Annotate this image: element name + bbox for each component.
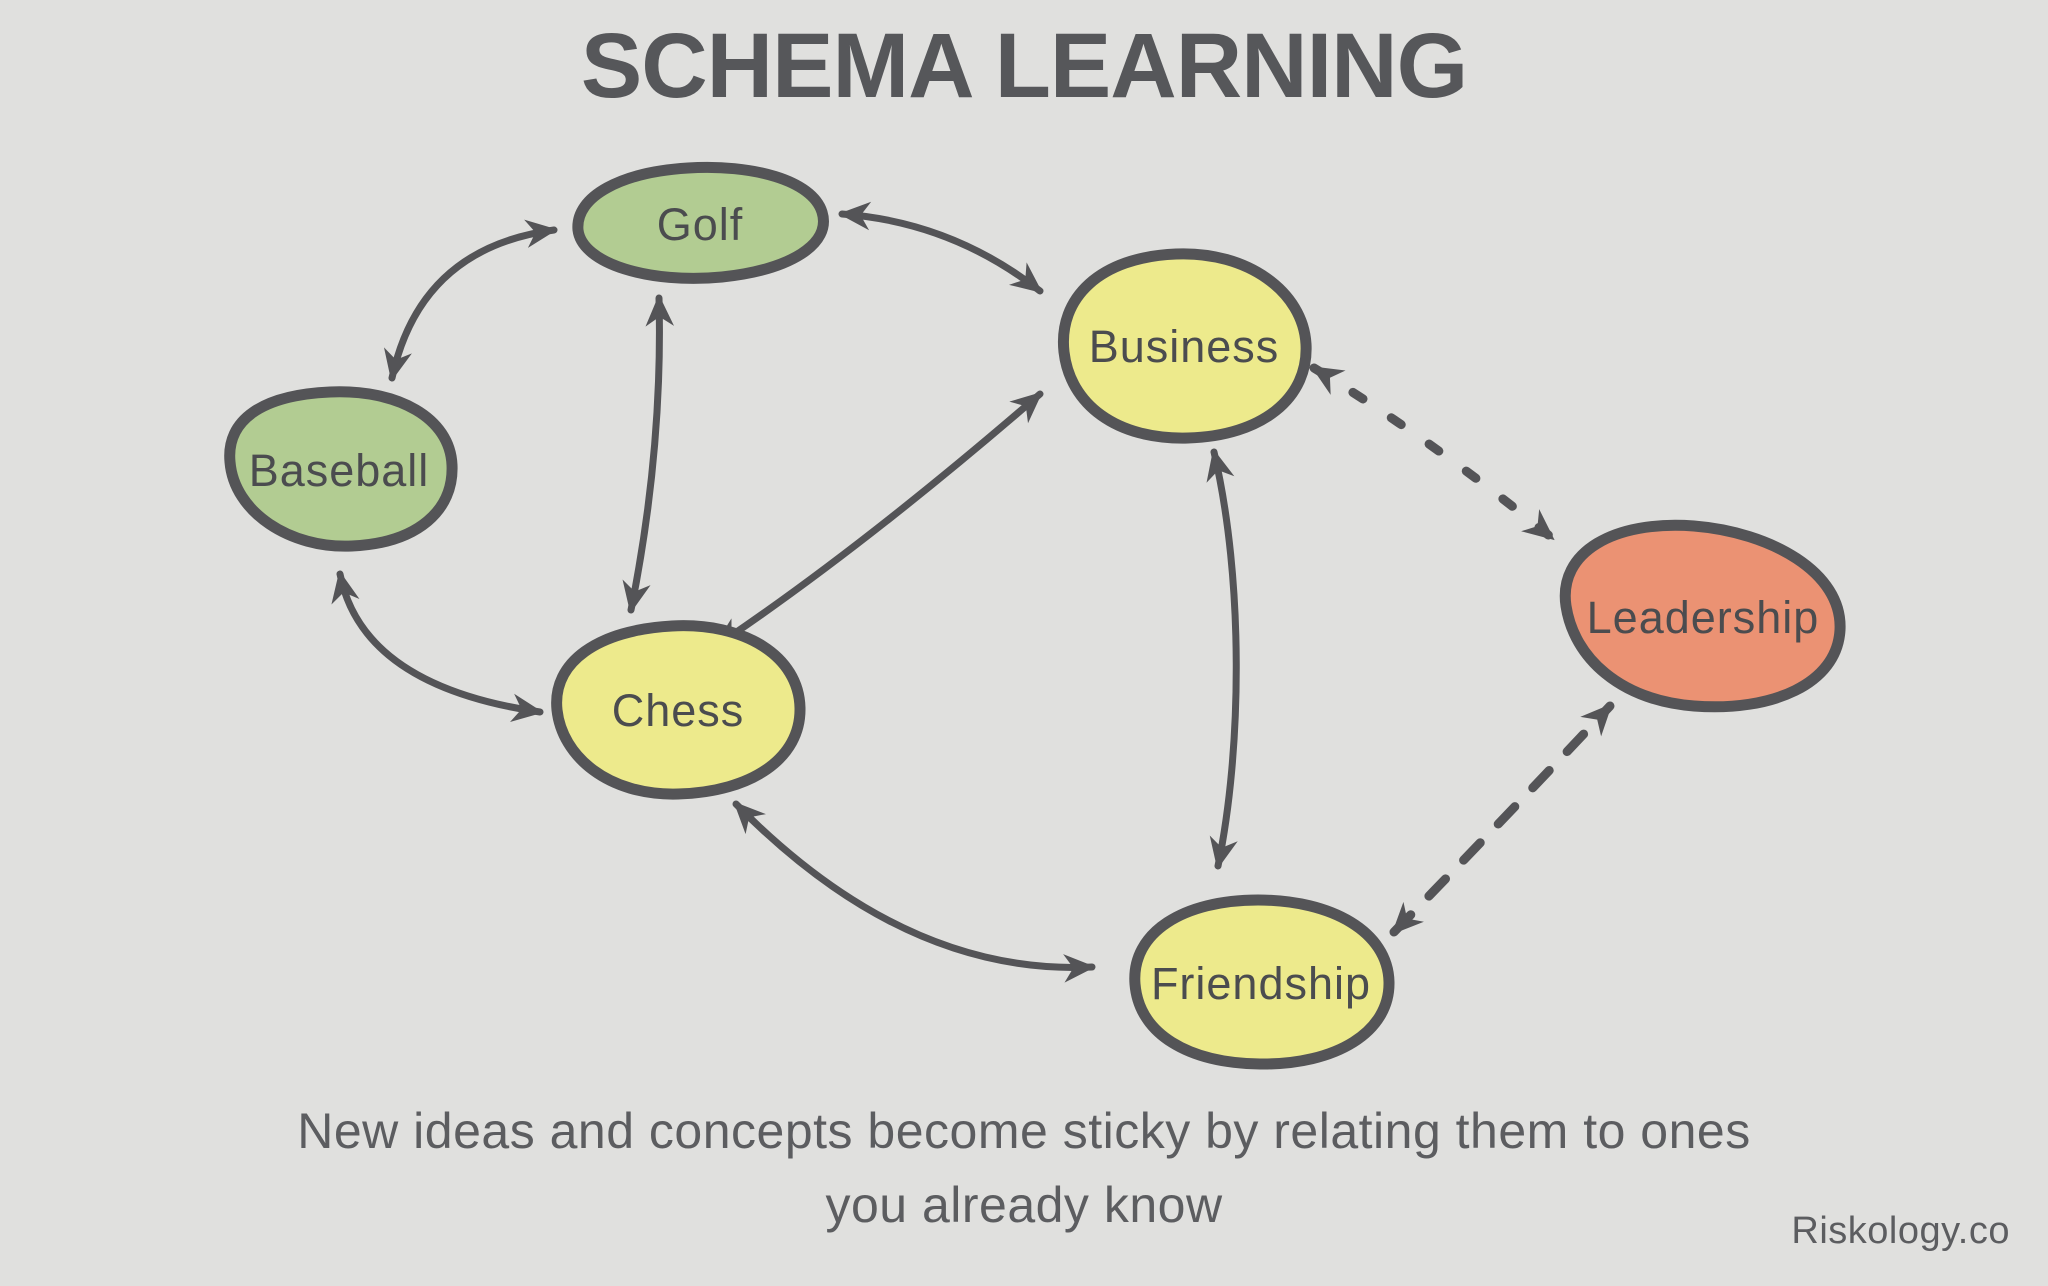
- node-baseball: Baseball: [224, 386, 458, 552]
- node-chess: Chess: [551, 620, 806, 800]
- nodes: Golf Baseball Business Chess Friendship: [224, 161, 1846, 1070]
- caption: New ideas and concepts become sticky by …: [0, 1094, 2048, 1242]
- caption-line-2: you already know: [825, 1177, 1223, 1233]
- node-golf-label: Golf: [657, 199, 744, 250]
- edge-chess-friendship: [732, 800, 1096, 983]
- edge-baseball-chess: [331, 570, 544, 723]
- node-business-label: Business: [1089, 321, 1280, 372]
- node-baseball-label: Baseball: [249, 445, 430, 496]
- node-leadership-blob: [1559, 519, 1846, 713]
- page-title: SCHEMA LEARNING: [580, 15, 1468, 117]
- node-friendship: Friendship: [1129, 894, 1395, 1070]
- caption-line-1: New ideas and concepts become sticky by …: [297, 1103, 1751, 1159]
- node-chess-blob: [551, 620, 806, 800]
- node-friendship-blob: [1129, 894, 1395, 1070]
- node-chess-label: Chess: [612, 685, 745, 736]
- node-business: Business: [1057, 248, 1312, 444]
- edge-business-leadership-dotted: [1309, 363, 1557, 543]
- edge-business-friendship: [1206, 448, 1240, 870]
- node-golf: Golf: [572, 161, 829, 284]
- edge-friendship-leadership-dashed: [1389, 701, 1615, 937]
- edge-baseball-golf: [383, 219, 558, 382]
- edge-golf-business: [838, 201, 1044, 295]
- edge-golf-chess: [622, 294, 675, 614]
- node-golf-blob: [572, 161, 829, 284]
- node-business-blob: [1057, 248, 1312, 444]
- edge-chess-business: [712, 390, 1044, 650]
- node-friendship-label: Friendship: [1151, 958, 1371, 1009]
- node-baseball-blob: [224, 386, 458, 552]
- node-leadership: Leadership: [1559, 519, 1846, 713]
- edges: [331, 201, 1615, 983]
- watermark: Riskology.co: [1791, 1210, 2010, 1252]
- node-leadership-label: Leadership: [1587, 592, 1820, 643]
